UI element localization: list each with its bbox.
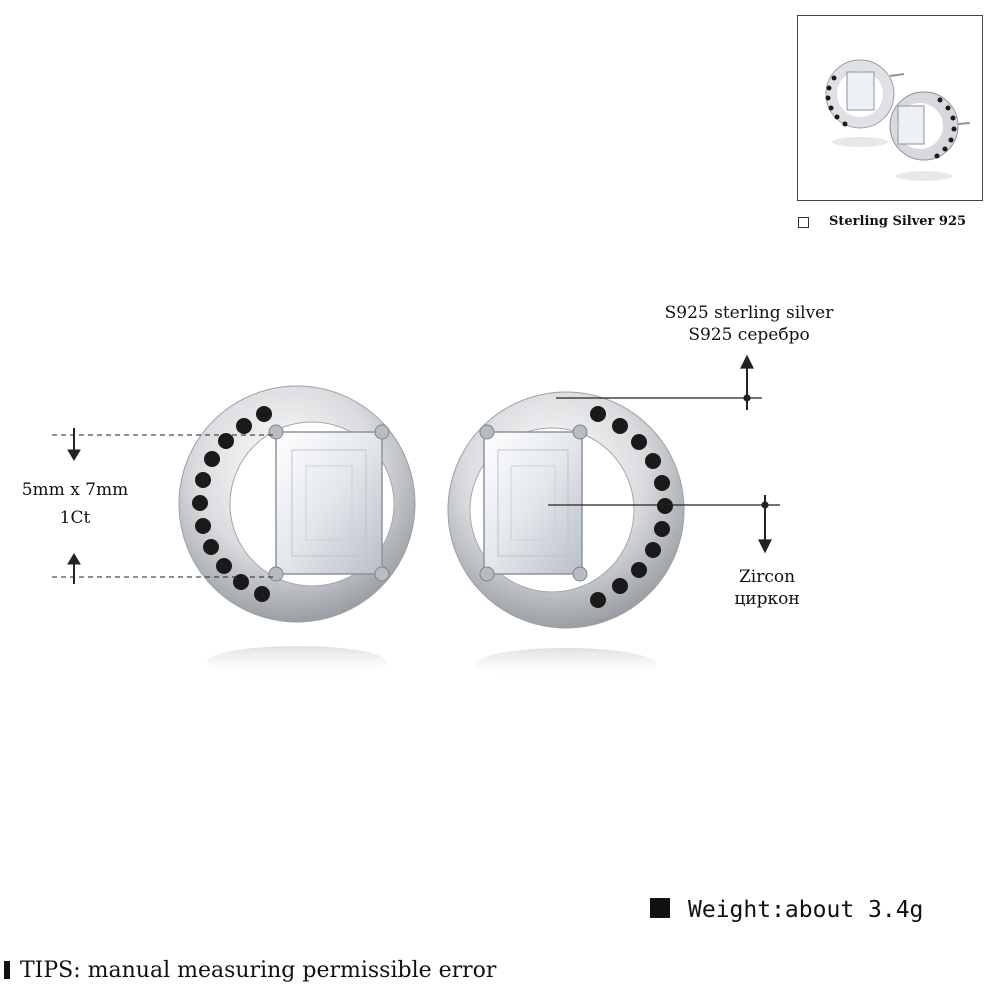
left-black-stones [192, 406, 272, 602]
material-label-en: S925 sterling silver [664, 303, 834, 323]
square-bullet-icon [650, 898, 670, 918]
material-callout-line [556, 354, 762, 410]
product-thumbnail[interactable] [797, 15, 983, 201]
left-earring [178, 385, 416, 678]
thumbnail-earrings-image [825, 59, 971, 181]
size-callout: 5mm x 7mm 1Ct [10, 476, 140, 532]
material-callout: S925 sterling silver S925 серебро [636, 302, 862, 346]
right-earring [447, 391, 685, 680]
size-dimension-lines [52, 428, 276, 584]
stone-callout: Zircon циркон [712, 566, 822, 610]
weight-text: Weight:about 3.4g [688, 897, 924, 923]
carat-label: 1Ct [59, 508, 91, 528]
sterling-silver-label[interactable]: Sterling Silver 925 [829, 214, 967, 229]
stone-label-en: Zircon [738, 567, 796, 587]
stone-callout-line [548, 495, 780, 554]
material-label-ru: S925 серебро [688, 325, 810, 345]
tips-text: TIPS: manual measuring permissible error [20, 958, 497, 983]
right-black-stones [590, 406, 673, 608]
sterling-silver-checkbox[interactable] [798, 217, 809, 228]
size-label: 5mm x 7mm [21, 480, 129, 500]
stone-label-ru: циркон [734, 589, 800, 609]
bar-bullet-icon [4, 961, 10, 979]
tips-row: TIPS: manual measuring permissible error [4, 958, 496, 983]
weight-row: Weight:about 3.4g [650, 897, 923, 923]
